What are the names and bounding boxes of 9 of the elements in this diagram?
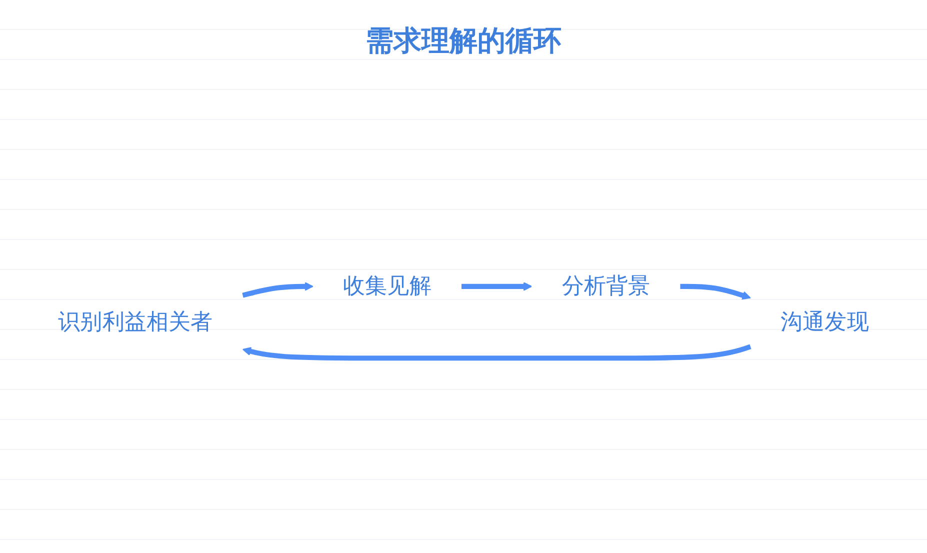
node-text: 沟通发现 <box>780 310 869 335</box>
node-text: 收集见解 <box>343 274 432 299</box>
arrow <box>680 284 751 300</box>
arrow <box>242 344 752 361</box>
diagram-title: 需求理解的循环 <box>366 24 562 57</box>
arrow <box>462 282 532 291</box>
arrow <box>242 282 314 298</box>
node-text: 分析背景 <box>562 274 650 299</box>
node-text: 识别利益相关者 <box>58 310 213 335</box>
